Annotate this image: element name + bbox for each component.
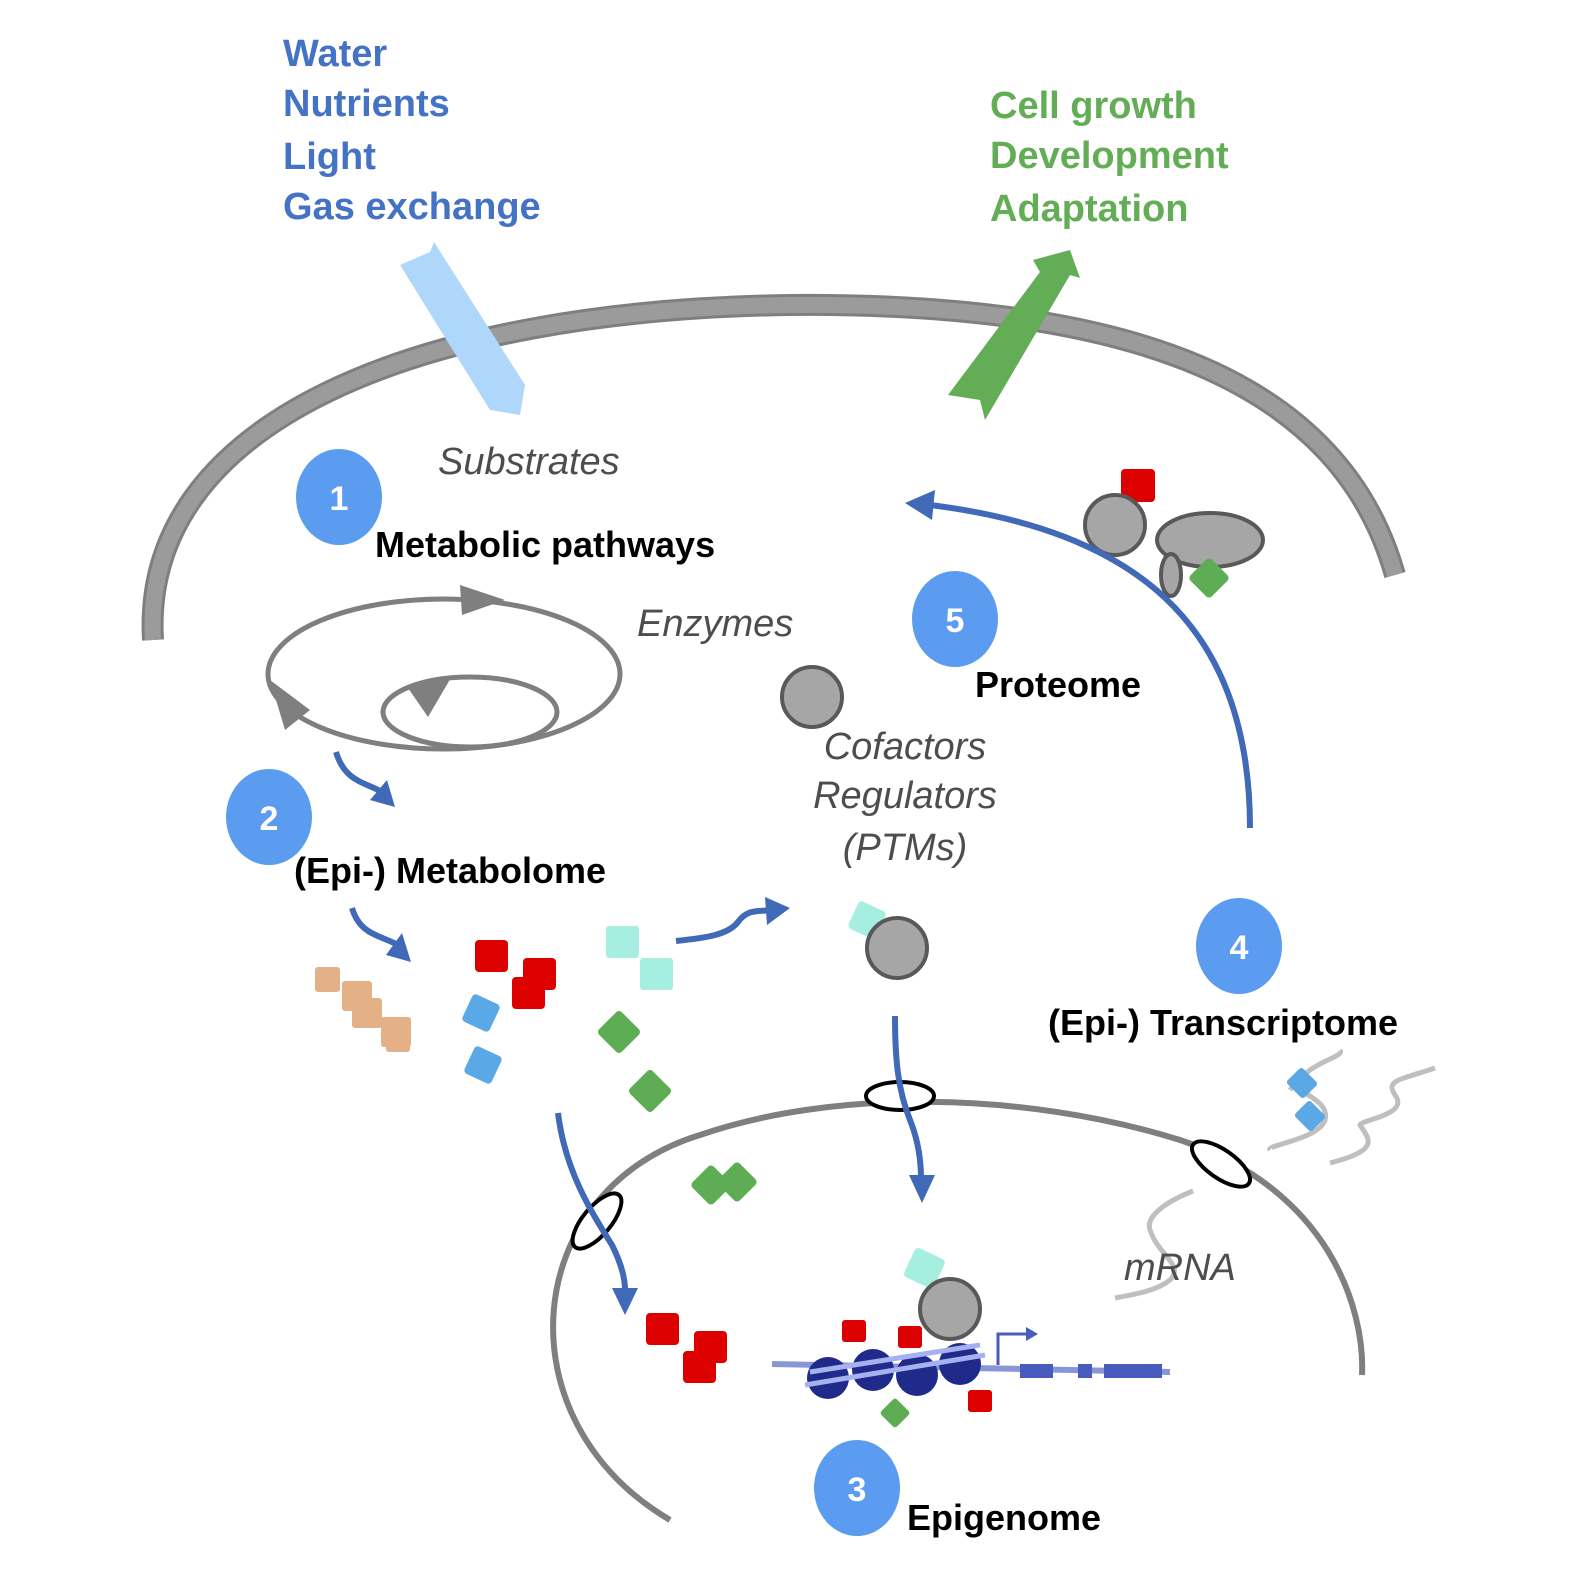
cofactor-sphere (780, 665, 844, 729)
enzymes-label: Enzymes (637, 603, 793, 645)
ptms-label: (PTMs) (843, 827, 968, 869)
chromatin-icon (771, 1248, 1171, 1428)
input-arrow (400, 242, 525, 415)
proteome-label: Proteome (975, 664, 1141, 705)
input-nutrients: Nutrients (283, 83, 450, 125)
mrna-strands (1114, 1048, 1436, 1301)
step-4-marker: 4 (1196, 898, 1282, 994)
mrna-label: mRNA (1124, 1247, 1236, 1289)
metabolome-label: (Epi-) Metabolome (294, 850, 606, 891)
metabolic-cycle-icon (265, 585, 623, 752)
svg-text:2: 2 (260, 800, 279, 838)
input-water: Water (283, 33, 387, 75)
nuclear-envelope (550, 1098, 1366, 1523)
metabolite-cluster (315, 926, 673, 1112)
step-1-marker: 1 (296, 449, 382, 545)
output-adaptation: Adaptation (990, 188, 1188, 230)
svg-text:5: 5 (946, 602, 965, 640)
metabolites-to-regulators-arrow (675, 907, 771, 944)
regulators-label: Regulators (813, 775, 997, 817)
translation-arrow (929, 502, 1253, 829)
cofactors-label: Cofactors (824, 726, 987, 768)
pathway-to-metabolome-arrow (333, 751, 384, 795)
nuclear-red-metabolites (646, 1313, 727, 1383)
nuclear-pore-right (1190, 1139, 1252, 1189)
output-arrow (948, 250, 1080, 420)
svg-text:4: 4 (1230, 929, 1249, 967)
regulator-import-arrow (892, 1015, 924, 1179)
substrates-label: Substrates (438, 441, 620, 483)
svg-text:1: 1 (330, 480, 349, 518)
green-metabolites (691, 1162, 757, 1205)
transcriptome-label: (Epi-) Transcriptome (1048, 1002, 1398, 1043)
svg-text:3: 3 (848, 1471, 867, 1509)
metabolic-pathways-label: Metabolic pathways (375, 524, 715, 565)
epigenome-label: Epigenome (907, 1497, 1101, 1538)
input-light: Light (283, 136, 376, 178)
step-5-marker: 5 (912, 571, 998, 667)
protein-complex-icon (1083, 469, 1265, 598)
metabolome-to-metabolites-arrow (349, 907, 400, 948)
metabolite-import-arrow (555, 1112, 628, 1291)
modified-regulator-icon (848, 901, 929, 980)
input-gas-exchange: Gas exchange (283, 186, 541, 228)
step-2-marker: 2 (226, 769, 312, 865)
output-development: Development (990, 135, 1229, 177)
output-cell-growth: Cell growth (990, 85, 1197, 127)
step-3-marker: 3 (814, 1440, 900, 1536)
